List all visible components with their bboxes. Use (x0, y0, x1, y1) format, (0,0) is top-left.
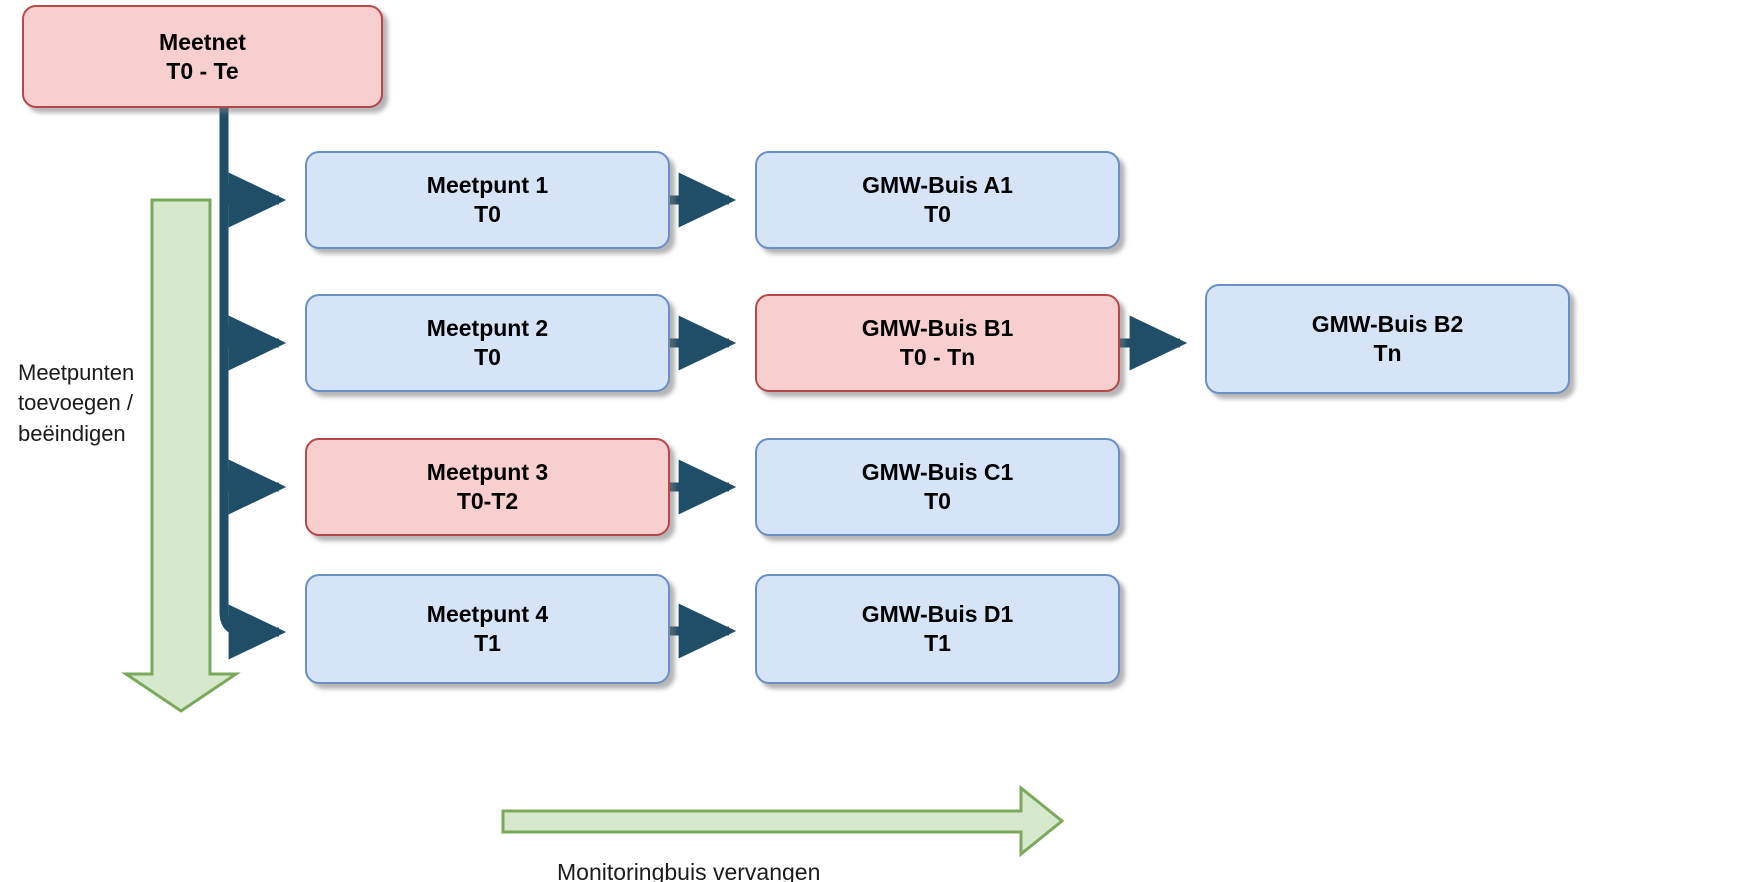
trunk-connector (219, 108, 245, 637)
node-meetpunt-1-line2: T0 (474, 201, 501, 227)
node-meetpunt-4[interactable]: Meetpunt 4 T1 (305, 574, 670, 684)
green-right-arrow (501, 784, 1065, 858)
node-meetnet-line2: T0 - Te (166, 57, 239, 84)
node-gmw-buis-b1-line2: T0 - Tn (899, 344, 976, 370)
node-gmw-buis-b2[interactable]: GMW-Buis B2 Tn (1205, 284, 1570, 394)
node-gmw-buis-b2-line1: GMW-Buis B2 (1311, 311, 1464, 338)
edge-trunk-to-meetpunt-2 (219, 315, 287, 371)
node-gmw-buis-d1-line1: GMW-Buis D1 (861, 601, 1014, 628)
left-arrow-label: Meetpunten toevoegen / beëindigen (18, 360, 135, 446)
node-meetpunt-2-line2: T0 (474, 344, 501, 370)
node-gmw-buis-a1[interactable]: GMW-Buis A1 T0 (755, 151, 1120, 249)
edge-trunk-to-meetpunt-1 (219, 172, 287, 228)
node-gmw-buis-c1[interactable]: GMW-Buis C1 T0 (755, 438, 1120, 536)
node-gmw-buis-b1[interactable]: GMW-Buis B1 T0 - Tn (755, 294, 1120, 392)
node-gmw-buis-a1-line1: GMW-Buis A1 (862, 172, 1013, 199)
bottom-arrow-label: Monitoringbuis vervangen (557, 859, 821, 882)
node-gmw-buis-b2-line2: Tn (1373, 340, 1402, 366)
node-meetpunt-4-line1: Meetpunt 4 (426, 601, 549, 628)
node-meetpunt-3[interactable]: Meetpunt 3 T0-T2 (305, 438, 670, 536)
green-down-arrow (121, 198, 241, 713)
node-meetpunt-3-line1: Meetpunt 3 (426, 459, 549, 486)
edge-trunk-to-meetpunt-3 (219, 459, 287, 515)
node-meetpunt-2[interactable]: Meetpunt 2 T0 (305, 294, 670, 392)
node-gmw-buis-a1-line2: T0 (924, 201, 951, 227)
node-gmw-buis-d1[interactable]: GMW-Buis D1 T1 (755, 574, 1120, 684)
node-meetpunt-3-line2: T0-T2 (456, 488, 519, 514)
node-gmw-buis-c1-line1: GMW-Buis C1 (861, 459, 1014, 486)
node-meetnet-line1: Meetnet (159, 28, 246, 55)
node-meetpunt-1-line1: Meetpunt 1 (426, 172, 549, 199)
node-gmw-buis-c1-line2: T0 (924, 488, 951, 514)
node-meetpunt-1[interactable]: Meetpunt 1 T0 (305, 151, 670, 249)
node-meetpunt-4-line2: T1 (474, 630, 501, 656)
node-meetpunt-2-line1: Meetpunt 2 (426, 315, 549, 342)
node-meetnet[interactable]: Meetnet T0 - Te (22, 5, 383, 108)
node-gmw-buis-d1-line2: T1 (924, 630, 951, 656)
node-gmw-buis-b1-line1: GMW-Buis B1 (861, 315, 1014, 342)
